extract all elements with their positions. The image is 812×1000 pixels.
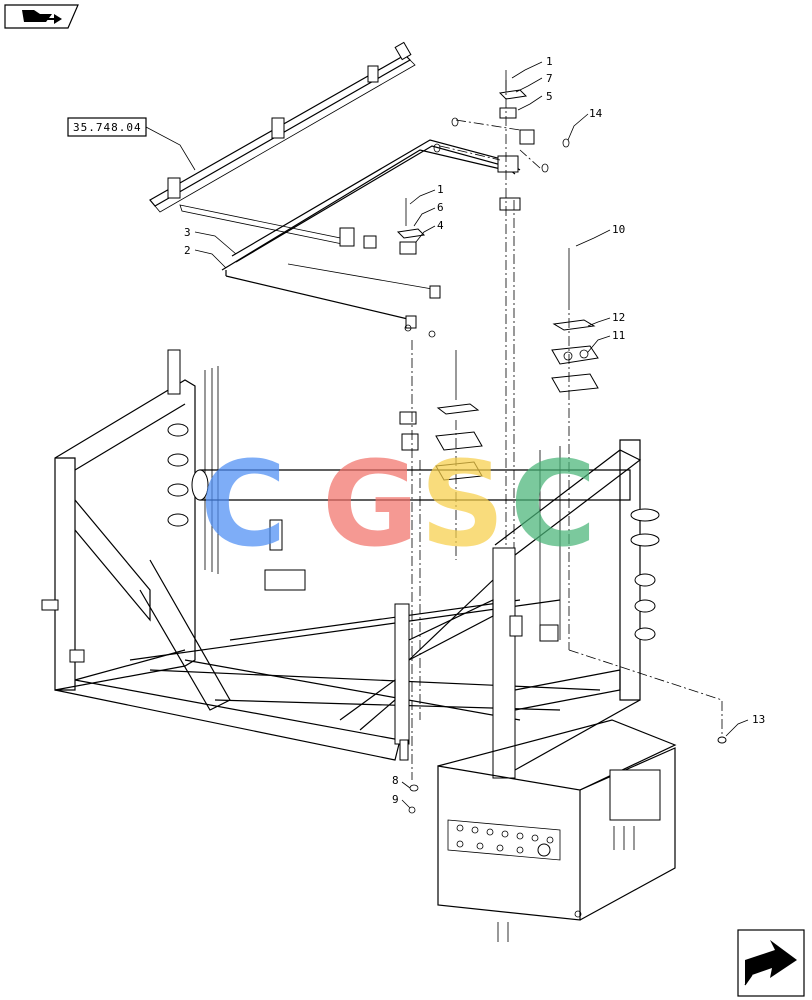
callout-2[interactable]: 2 bbox=[184, 244, 191, 257]
clamp-stack-top bbox=[498, 70, 528, 211]
callout-11[interactable]: 11 bbox=[612, 329, 625, 342]
reference-box[interactable]: 35.748.04 bbox=[67, 117, 196, 171]
electrical-box bbox=[437, 719, 677, 942]
watermark: C G S C bbox=[200, 435, 597, 573]
callout-8[interactable]: 8 bbox=[392, 774, 399, 787]
callout-9[interactable]: 9 bbox=[392, 793, 399, 806]
callout-1-middle[interactable]: 1 bbox=[437, 183, 444, 196]
callout-12[interactable]: 12 bbox=[612, 311, 625, 324]
callout-5[interactable]: 5 bbox=[546, 90, 553, 103]
clamp-stack-middle bbox=[396, 198, 436, 338]
upper-rail-assembly bbox=[149, 41, 416, 249]
watermark-letter-3: S bbox=[420, 435, 505, 573]
clamp-stack-right bbox=[551, 248, 599, 393]
callout-3[interactable]: 3 bbox=[184, 226, 191, 239]
pipe-assembly bbox=[221, 117, 549, 329]
watermark-letter-4: C bbox=[510, 435, 597, 573]
callout-13[interactable]: 13 bbox=[752, 713, 765, 726]
callout-4[interactable]: 4 bbox=[437, 219, 444, 232]
callout-leaders bbox=[194, 61, 749, 809]
callout-7[interactable]: 7 bbox=[546, 72, 553, 85]
next-page-arrow-icon[interactable] bbox=[737, 929, 805, 997]
callout-10[interactable]: 10 bbox=[612, 223, 625, 236]
assembly-centerlines bbox=[411, 80, 723, 780]
watermark-letter-2: G bbox=[322, 435, 419, 573]
callout-labels: 1 7 5 14 1 6 4 3 2 10 12 11 13 8 9 bbox=[184, 55, 765, 806]
book-arrow-icon[interactable] bbox=[4, 4, 79, 29]
callout-14[interactable]: 14 bbox=[589, 107, 603, 120]
reference-label: 35.748.04 bbox=[73, 121, 142, 134]
callout-1-top[interactable]: 1 bbox=[546, 55, 553, 68]
watermark-letter-1: C bbox=[200, 435, 287, 573]
main-frame bbox=[41, 349, 660, 779]
callout-6[interactable]: 6 bbox=[437, 201, 444, 214]
